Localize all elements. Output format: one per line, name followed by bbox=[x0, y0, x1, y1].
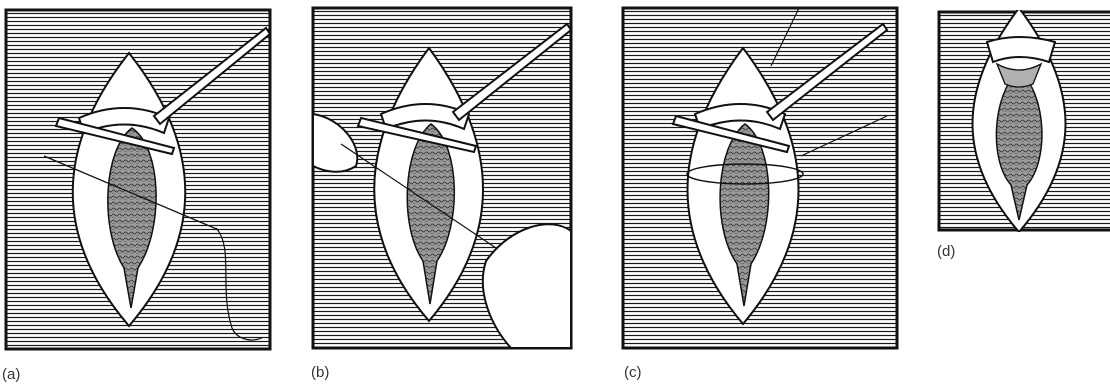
panel-c-label: (c) bbox=[624, 365, 642, 381]
panel-a-illustration bbox=[4, 8, 274, 353]
panel-d bbox=[937, 10, 1110, 232]
panel-b-label: (b) bbox=[311, 365, 329, 381]
panel-b-illustration bbox=[311, 6, 575, 352]
panel-c bbox=[621, 6, 901, 352]
panel-b bbox=[311, 6, 575, 352]
panel-a-label: (a) bbox=[2, 367, 20, 383]
panel-c-illustration bbox=[621, 6, 901, 352]
panel-d-label: (d) bbox=[937, 244, 955, 260]
panel-a bbox=[4, 8, 274, 353]
panel-d-illustration bbox=[937, 10, 1110, 232]
